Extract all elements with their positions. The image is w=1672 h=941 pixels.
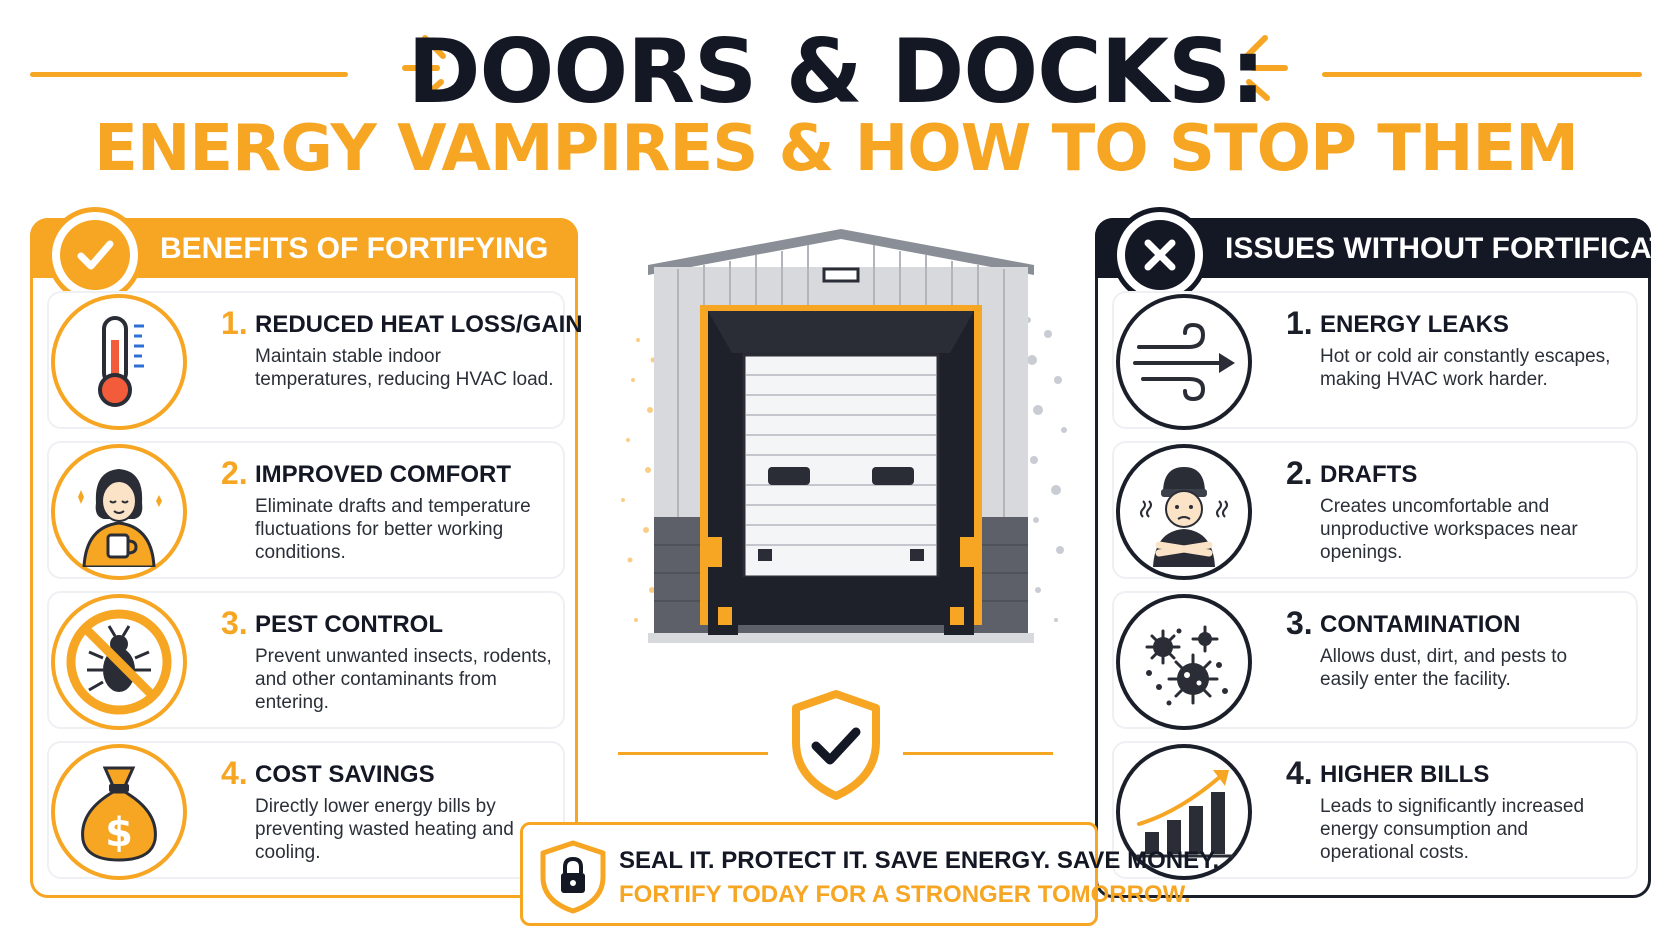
- issue-title: ENERGY LEAKS: [1320, 311, 1509, 338]
- issue-item-higher-bills: 4. HIGHER BILLS Leads to significantly i…: [1112, 741, 1638, 880]
- burst-right-icon: [1244, 35, 1288, 101]
- title-rule-right: [1322, 72, 1642, 77]
- shield-rule-right: [903, 752, 1053, 755]
- issue-number: 2.: [1286, 455, 1313, 491]
- issue-title: DRAFTS: [1320, 461, 1418, 488]
- no-bug-icon: [66, 609, 172, 715]
- issue-number: 4.: [1286, 755, 1313, 791]
- benefit-title: COST SAVINGS: [255, 761, 435, 788]
- benefit-description: Maintain stable indoor temperatures, red…: [255, 346, 554, 390]
- issue-description: Allows dust, dirt, and pests to easily e…: [1320, 646, 1568, 690]
- benefit-title: REDUCED HEAT LOSS/GAIN: [255, 311, 583, 338]
- benefit-number: 3.: [221, 605, 248, 641]
- page-title: DOORS & DOCKS:: [407, 20, 1265, 123]
- thermometer-icon: [98, 316, 144, 407]
- benefits-header: BENEFITS OF FORTIFYING: [30, 218, 578, 278]
- center-illustration: [578, 200, 1095, 900]
- x-mark-icon: [1144, 239, 1176, 271]
- issue-title: CONTAMINATION: [1320, 611, 1521, 638]
- issue-description: Leads to significantly increased energy …: [1320, 796, 1585, 863]
- rising-bars-icon: [1137, 770, 1233, 858]
- cta-tagline: FORTIFY TODAY FOR A STRONGER TOMORROW.: [619, 881, 1191, 908]
- issues-heading: ISSUES WITHOUT FORTIFICATION: [1225, 232, 1672, 265]
- issue-item-energy-leaks: 1. ENERGY LEAKS Hot or cold air constant…: [1112, 291, 1638, 430]
- issue-number: 1.: [1286, 305, 1313, 341]
- issue-icon-circle: [1116, 294, 1252, 430]
- issue-description: Hot or cold air constantly escapes, maki…: [1320, 346, 1611, 390]
- cold-person-icon: [1140, 467, 1228, 567]
- germs-icon: [1145, 625, 1228, 706]
- wind-arrow-icon: [1133, 322, 1235, 402]
- issue-icon-circle: [1116, 444, 1252, 580]
- benefit-number: 2.: [221, 455, 248, 491]
- benefit-number: 1.: [221, 305, 248, 341]
- benefit-title: IMPROVED COMFORT: [255, 461, 511, 488]
- money-bag-icon: $: [81, 766, 157, 862]
- issue-title: HIGHER BILLS: [1320, 761, 1490, 788]
- benefit-item-cost-savings: $ 4. COST SAVINGS Directly lower energy …: [47, 741, 565, 880]
- issue-item-contamination: 3. CONTAMINATION Allows dust, dirt, and …: [1112, 591, 1638, 730]
- shield-rule-left: [618, 752, 768, 755]
- halftone-dots-left: [621, 338, 656, 622]
- benefit-description: Eliminate drafts and temperature fluctua…: [255, 496, 531, 563]
- benefit-item-improved-comfort: 2. IMPROVED COMFORT Eliminate drafts and…: [47, 441, 565, 580]
- benefit-description: Directly lower energy bills by preventin…: [255, 796, 514, 863]
- title-rule-left: [30, 72, 348, 77]
- issue-icon-circle: [1116, 744, 1252, 880]
- cta-slogan: SEAL IT. PROTECT IT. SAVE ENERGY. SAVE M…: [619, 847, 1220, 874]
- loading-dock-illustration: [648, 229, 1034, 643]
- shield-lock-icon: [540, 840, 606, 914]
- benefit-title: PEST CONTROL: [255, 611, 444, 638]
- issue-icon-circle: [1116, 594, 1252, 730]
- benefit-icon-circle: $: [51, 744, 187, 880]
- x-badge: [1112, 207, 1208, 303]
- issue-item-drafts: 2. DRAFTS Creates uncomfortable and unpr…: [1112, 441, 1638, 580]
- benefit-number: 4.: [221, 755, 248, 791]
- issue-number: 3.: [1286, 605, 1313, 641]
- benefits-heading: BENEFITS OF FORTIFYING: [160, 232, 549, 265]
- issues-panel: ISSUES WITHOUT FORTIFICATION 1. ENERGY L…: [1095, 207, 1672, 898]
- benefit-item-pest-control: 3. PEST CONTROL Prevent unwanted insects…: [47, 591, 565, 730]
- burst-left-icon: [402, 35, 446, 101]
- benefit-description: Prevent unwanted insects, rodents, and o…: [255, 646, 552, 713]
- benefit-icon-circle: [51, 294, 187, 430]
- benefit-item-reduced-heat: 1. REDUCED HEAT LOSS/GAIN Maintain stabl…: [47, 291, 583, 430]
- benefit-icon-circle: [51, 594, 187, 730]
- call-to-action-banner: SEAL IT. PROTECT IT. SAVE ENERGY. SAVE M…: [520, 822, 1219, 926]
- svg-text:$: $: [105, 810, 133, 856]
- check-badge: [47, 207, 143, 303]
- benefits-panel: BENEFITS OF FORTIFYING 1. REDUCED HEAT L…: [30, 207, 583, 898]
- benefit-icon-circle: [51, 444, 187, 580]
- shield-check-icon: [792, 690, 880, 800]
- checkmark-icon: [77, 240, 114, 270]
- page-subtitle: ENERGY VAMPIRES & HOW TO STOP THEM: [94, 112, 1579, 186]
- issue-description: Creates uncomfortable and unproductive w…: [1320, 496, 1578, 563]
- comfortable-person-icon: [78, 469, 162, 567]
